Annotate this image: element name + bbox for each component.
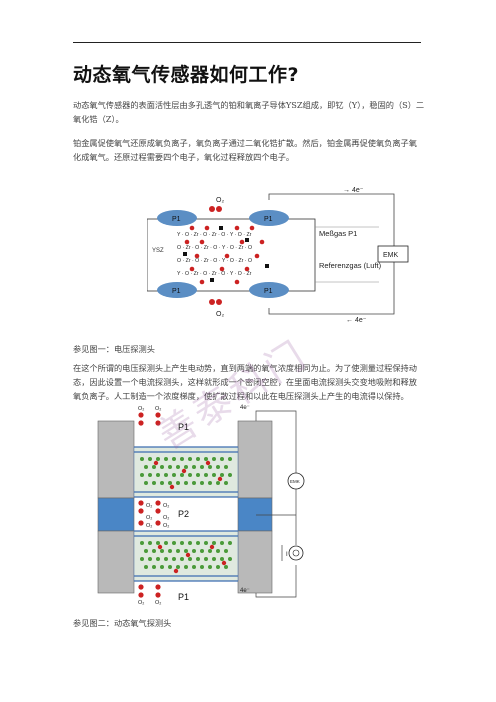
left-block-top	[97, 420, 135, 499]
electron-out-label: → 4e⁻	[343, 187, 364, 194]
electrode-bottom-right	[249, 282, 289, 298]
o2-label-3: O₂	[146, 503, 152, 509]
caption-figure-1: 参见图一：电压探测头	[73, 344, 155, 354]
circuit-wire-bottom	[268, 260, 395, 315]
lattice-row-2: O · Zr · O · Zr · O · Y · O · Zr · O	[177, 245, 252, 251]
o2-molecules	[138, 412, 161, 598]
chamber-label-p1-bottom: P1	[178, 592, 189, 602]
circuit-wire-right-bottom	[255, 565, 297, 598]
right-block-bottom	[237, 530, 273, 594]
o2-bottom-label: O₂	[216, 311, 224, 318]
paragraph-process: 铂金属促使氧气还原成氧负离子，氧负离子通过二氧化锆扩散。然后，铂金属再促使氧负离…	[73, 138, 417, 162]
o2-label-6: O₂	[163, 515, 169, 521]
o2-molecule-top-a	[209, 206, 215, 212]
circuit-wire-top	[268, 193, 395, 248]
oxygen-vacancies	[183, 226, 269, 282]
ref-gas-label: Referenzgas (Luft)	[319, 261, 382, 270]
chamber-label-p1-top: P1	[178, 422, 189, 432]
p1-label-bottom-left: P1	[172, 288, 181, 295]
lower-oxygen-ions	[157, 544, 227, 574]
current-source-inner	[292, 549, 300, 557]
header-rule	[73, 42, 421, 43]
upper-membrane-stripes	[134, 446, 238, 498]
p1-label-bottom-right: P1	[264, 288, 273, 295]
chamber-label-p2: P2	[178, 509, 189, 519]
lower-membrane	[133, 530, 239, 582]
figure-voltage-probe: → 4e⁻ ← 4e⁻ EMK O₂ P1 P1 P1 P1 YSZ Y · O…	[147, 187, 409, 324]
lattice-row-3: O · Zr · O · Zr · O · Y · O · Zr · O	[177, 258, 252, 264]
emk-meter	[377, 245, 409, 263]
o2-molecule-bottom-b	[216, 299, 222, 305]
circuit-wire-right-top	[255, 410, 297, 473]
p1-label-top-right: P1	[264, 216, 273, 223]
current-label: I	[286, 552, 288, 558]
emk-label: EMK	[290, 479, 300, 484]
emk-label: EMK	[383, 252, 399, 259]
electron-label-bottom: 4e⁻	[240, 588, 250, 594]
o2-top-label: O₂	[216, 197, 224, 204]
o2-label-4: O₂	[163, 503, 169, 509]
electrode-top-right	[249, 210, 289, 226]
left-block-bottom	[97, 530, 135, 594]
o2-label-7: O₂	[146, 523, 152, 529]
ysz-label: YSZ	[152, 248, 164, 254]
o2-label-2: O₂	[155, 406, 161, 412]
electron-label-top: 4e⁻	[240, 405, 250, 411]
o2-label-8: O₂	[163, 523, 169, 529]
o2-label-5: O₂	[146, 515, 152, 521]
paragraph-intro: 动态氧气传感器的表面活性层由多孔透气的铂和氧离子导体YSZ组成，即钇（Y），稳固…	[73, 100, 425, 124]
right-block-top	[237, 420, 273, 499]
lattice-row-4: Y · O · Zr · O · Zr · O · Y · O · Zr	[177, 271, 252, 277]
emk-meter-circle	[287, 472, 305, 490]
electron-in-label: ← 4e⁻	[346, 317, 367, 324]
meas-gas-label: Meßgas P1	[319, 229, 357, 238]
upper-membrane	[133, 446, 239, 498]
left-block-mid	[97, 497, 135, 532]
o2-molecule-top-b	[216, 206, 222, 212]
p1-label-top-left: P1	[172, 216, 181, 223]
o2-label-9: O₂	[138, 600, 144, 605]
paragraph-dynamic: 在这个所谓的电压探测头上产生电动势，直到两端的氧气浓度相同为止。为了使测量过程保…	[73, 363, 417, 401]
page-title: 动态氧气传感器如何工作?	[73, 64, 300, 86]
upper-oxygen-ions	[153, 460, 223, 490]
o2-molecule-bottom-a	[209, 299, 215, 305]
ysz-electrolyte	[147, 218, 316, 292]
o2-label-1: O₂	[138, 406, 144, 412]
oxygen-ions	[184, 225, 265, 285]
upper-lattice-dots	[140, 457, 232, 485]
lower-lattice-dots	[140, 541, 232, 569]
current-source-circle	[288, 545, 304, 561]
figure-dynamic-probe: O₂ O₂ O₂ O₂ O₂ O₂ O₂ O₂ O₂ O₂ P1 P2 P1 4…	[97, 405, 305, 605]
lower-membrane-stripes	[134, 530, 238, 582]
caption-figure-2: 参见图二：动态氧气探测头	[73, 618, 172, 628]
lattice-row-1: Y · O · Zr · O · Zr · O · Y · O · Zr	[177, 232, 252, 238]
electrode-bottom-left	[157, 282, 197, 298]
electrode-top-left	[157, 210, 197, 226]
right-block-mid	[237, 497, 273, 532]
o2-label-10: O₂	[155, 600, 161, 605]
